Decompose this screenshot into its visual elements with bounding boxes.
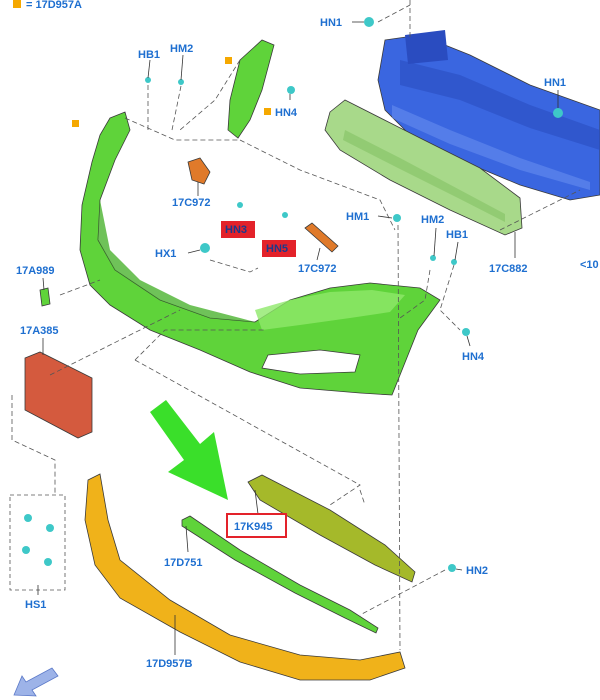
fastener-icon-hm2-right <box>430 255 436 261</box>
label-hn1-right: HN1 <box>544 77 566 89</box>
fastener-icon <box>44 558 52 566</box>
fasteners <box>145 17 563 572</box>
fastener-icon-hn2 <box>448 564 456 572</box>
fastener-icon-hn4-bottom <box>462 328 470 336</box>
bracket-17c972-mid <box>304 222 339 253</box>
label-17d957b: 17D957B <box>146 658 193 670</box>
fastener-icon-hn5 <box>282 212 288 218</box>
label-hn4-top: HN4 <box>275 107 298 119</box>
fastener-icon <box>24 514 32 522</box>
legend-marker-inline <box>225 57 232 64</box>
bumper-reinforcement <box>377 30 600 201</box>
label-hx1: HX1 <box>155 248 176 260</box>
label-17c882: 17C882 <box>489 263 528 275</box>
fastener-icon-hb1-right <box>451 259 457 265</box>
fastener-icon-hm1 <box>393 214 401 222</box>
label-17c972-mid: 17C972 <box>298 263 337 275</box>
leader-lines <box>37 21 559 655</box>
label-hb1-left: HB1 <box>138 49 160 61</box>
label-hb1-right: HB1 <box>446 229 468 241</box>
license-bracket-17a385 <box>24 351 93 439</box>
lower-trim-17d957b <box>84 473 406 681</box>
label-hn1-top: HN1 <box>320 17 342 29</box>
label-hm1: HM1 <box>346 211 369 223</box>
label-hn4-bottom: HN4 <box>462 351 485 363</box>
fastener-icon-hn3 <box>237 202 243 208</box>
fastener-icon-hn4-top <box>287 86 295 94</box>
fastener-icon-hn1-top <box>364 17 374 27</box>
label-hs1: HS1 <box>25 599 46 611</box>
label-hn2: HN2 <box>466 565 488 577</box>
label-hm2-left: HM2 <box>170 43 193 55</box>
trim-strip-17d751 <box>181 515 379 634</box>
legend-marker-inline <box>72 120 79 127</box>
fastener-icon <box>22 546 30 554</box>
legend-marker-inline <box>264 108 271 115</box>
label-17k945: 17K945 <box>234 521 273 533</box>
nav-arrow-icon[interactable] <box>13 667 59 697</box>
highlight-box-hn5 <box>262 240 296 257</box>
label-lt10: <10 <box>580 259 599 271</box>
label-17d751: 17D751 <box>164 557 203 569</box>
label-17a385: 17A385 <box>20 325 59 337</box>
bracket-17c972-left <box>187 157 211 185</box>
label-hn5: HN5 <box>266 243 288 255</box>
assembly-lines <box>11 0 581 651</box>
fastener-box-hs1 <box>9 494 66 591</box>
fastener-icon-hx1 <box>200 243 210 253</box>
side-bracket <box>227 39 275 139</box>
grille-strip-17k945 <box>247 474 416 583</box>
part-17a989 <box>39 287 51 307</box>
legend-marker <box>13 0 21 8</box>
highlight-arrow-icon <box>150 400 228 500</box>
legend-text: = 17D957A <box>26 0 82 11</box>
highlight-box-17k945 <box>226 513 287 538</box>
fastener-icon-hb1-left <box>145 77 151 83</box>
highlight-box-hn3 <box>221 221 255 238</box>
energy-absorber <box>324 99 523 236</box>
label-hn3: HN3 <box>225 224 247 236</box>
fastener-icon-hm2-left <box>178 79 184 85</box>
label-17c972-left: 17C972 <box>172 197 211 209</box>
label-17a989: 17A989 <box>16 265 55 277</box>
fastener-icon-hn1-right <box>553 108 563 118</box>
fastener-icon <box>46 524 54 532</box>
hs1-fasteners <box>22 514 54 566</box>
bumper-cover <box>79 111 441 396</box>
label-hm2-right: HM2 <box>421 214 444 226</box>
